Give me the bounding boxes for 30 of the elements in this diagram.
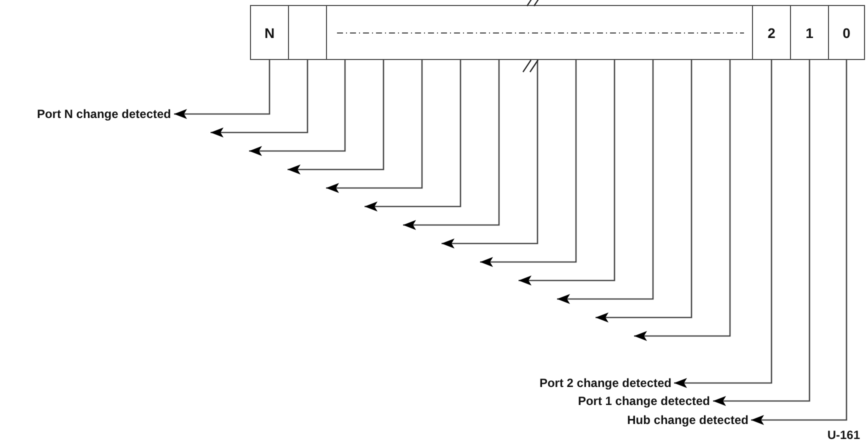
bit-number: 1	[806, 24, 814, 40]
arrow	[249, 60, 346, 156]
arrow	[713, 60, 810, 406]
figure-number: U-161	[827, 429, 860, 441]
arrow	[403, 60, 500, 230]
bit-cell	[288, 5, 327, 60]
bit-number: N	[264, 24, 275, 40]
bit-number: 0	[842, 24, 850, 40]
arrow	[442, 60, 538, 248]
signal-label: Hub change detected	[627, 414, 748, 426]
arrow	[174, 60, 270, 119]
arrow	[674, 60, 772, 388]
arrow	[634, 60, 731, 341]
bit-cell	[752, 5, 791, 60]
arrow	[326, 60, 423, 193]
bit-cell	[790, 5, 829, 60]
arrow	[557, 60, 654, 304]
bit-cell	[250, 5, 289, 60]
arrow	[751, 60, 848, 425]
signal-label: Port N change detected	[36, 108, 171, 120]
arrow	[596, 60, 692, 322]
bit-number: 2	[768, 24, 776, 40]
arrow	[288, 60, 384, 174]
signal-label: Port 2 change detected	[539, 376, 672, 388]
arrow	[480, 60, 577, 267]
signal-label: Port 1 change detected	[578, 395, 710, 407]
arrow	[518, 60, 616, 286]
arrow	[210, 60, 308, 138]
bit-cell	[828, 5, 865, 60]
arrow	[364, 60, 462, 212]
